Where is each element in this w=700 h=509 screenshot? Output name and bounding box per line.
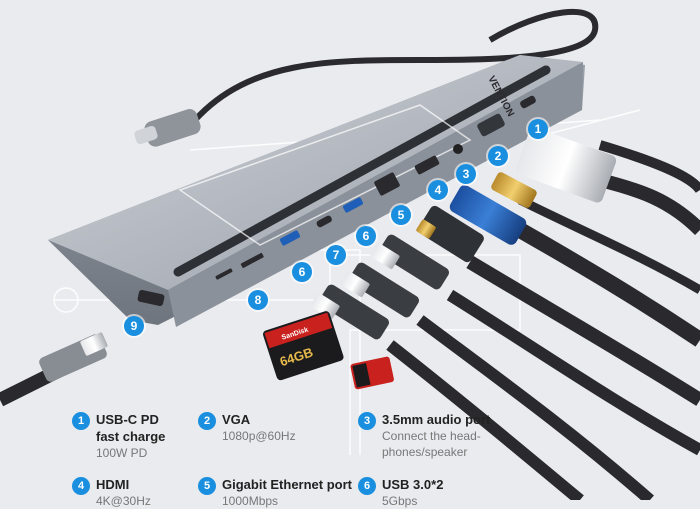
spec-number: 4: [72, 477, 90, 495]
audio-connector: [491, 172, 537, 208]
usb-a-port: [279, 230, 301, 246]
spec-usb-c-pd: 1 USB-C PD fast charge 100W PD: [72, 411, 165, 461]
hdmi-port: [414, 155, 440, 175]
spec-detail: Connect the head-: [382, 429, 481, 443]
spec-detail: 4K@30Hz: [96, 494, 151, 508]
spec-usb-3: 6 USB 3.0*2 5Gbps: [358, 476, 443, 509]
vga-port: [477, 113, 505, 137]
spec-title: USB 3.0*2: [382, 477, 444, 492]
callout-badge: 9: [124, 316, 144, 336]
usb-a-connector: [349, 262, 419, 318]
hub-body: VENTION: [48, 55, 585, 327]
spec-number: 2: [198, 412, 216, 430]
spec-number: 5: [198, 477, 216, 495]
spec-number: 3: [358, 412, 376, 430]
spec-audio: 3 3.5mm audio port Connect the head- pho…: [358, 411, 490, 460]
spec-title: VGA: [222, 412, 251, 427]
hdmi-connector: [449, 185, 527, 245]
spec-number: 1: [72, 412, 90, 430]
ethernet-port: [374, 172, 400, 196]
usb-c-data-port: [316, 215, 332, 228]
spec-title: HDMI: [96, 477, 130, 492]
callout-badge: 4: [428, 180, 448, 200]
spec-detail: 100W PD: [96, 446, 148, 460]
spec-number: 6: [358, 477, 376, 495]
spec-title: Gigabit Ethernet port: [222, 477, 352, 492]
usb-c-cable: [134, 8, 599, 147]
spec-title: USB-C PD: [96, 412, 159, 427]
callout-badge: 6: [292, 262, 312, 282]
usb-a-connector: [379, 234, 449, 290]
spec-hdmi: 4 HDMI 4K@30Hz: [72, 476, 151, 509]
usb-a-connector: [319, 284, 389, 340]
callout-badge: 1: [528, 119, 548, 139]
spec-detail: 1080p@60Hz: [222, 429, 296, 443]
vga-connector: [515, 127, 617, 203]
spec-detail: 1000Mbps: [222, 494, 279, 508]
usb-c-port: [520, 95, 536, 109]
sd-card-slot: [240, 252, 264, 268]
usb-a-port: [342, 197, 364, 213]
spec-ethernet: 5 Gigabit Ethernet port 1000Mbps: [198, 476, 352, 509]
connected-cables: [0, 127, 700, 500]
callout-badge: 5: [391, 205, 411, 225]
audio-port: [453, 144, 463, 154]
hdmi-side-port: [137, 289, 165, 307]
memory-cards: 64GB SanDisk: [262, 311, 394, 390]
callout-badge: 8: [248, 290, 268, 310]
spec-title-line2: fast charge: [96, 429, 166, 444]
callout-badge: 2: [488, 146, 508, 166]
callout-badge: 3: [456, 164, 476, 184]
spec-title: 3.5mm audio port: [382, 412, 491, 427]
callout-badge: 6: [356, 226, 376, 246]
ethernet-connector: [418, 205, 484, 263]
spec-vga: 2 VGA 1080p@60Hz: [198, 411, 296, 444]
callout-badge: 7: [326, 245, 346, 265]
spec-detail-line2: phones/speaker: [382, 445, 468, 459]
spec-detail: 5Gbps: [382, 494, 418, 508]
tf-card-slot: [215, 268, 233, 280]
